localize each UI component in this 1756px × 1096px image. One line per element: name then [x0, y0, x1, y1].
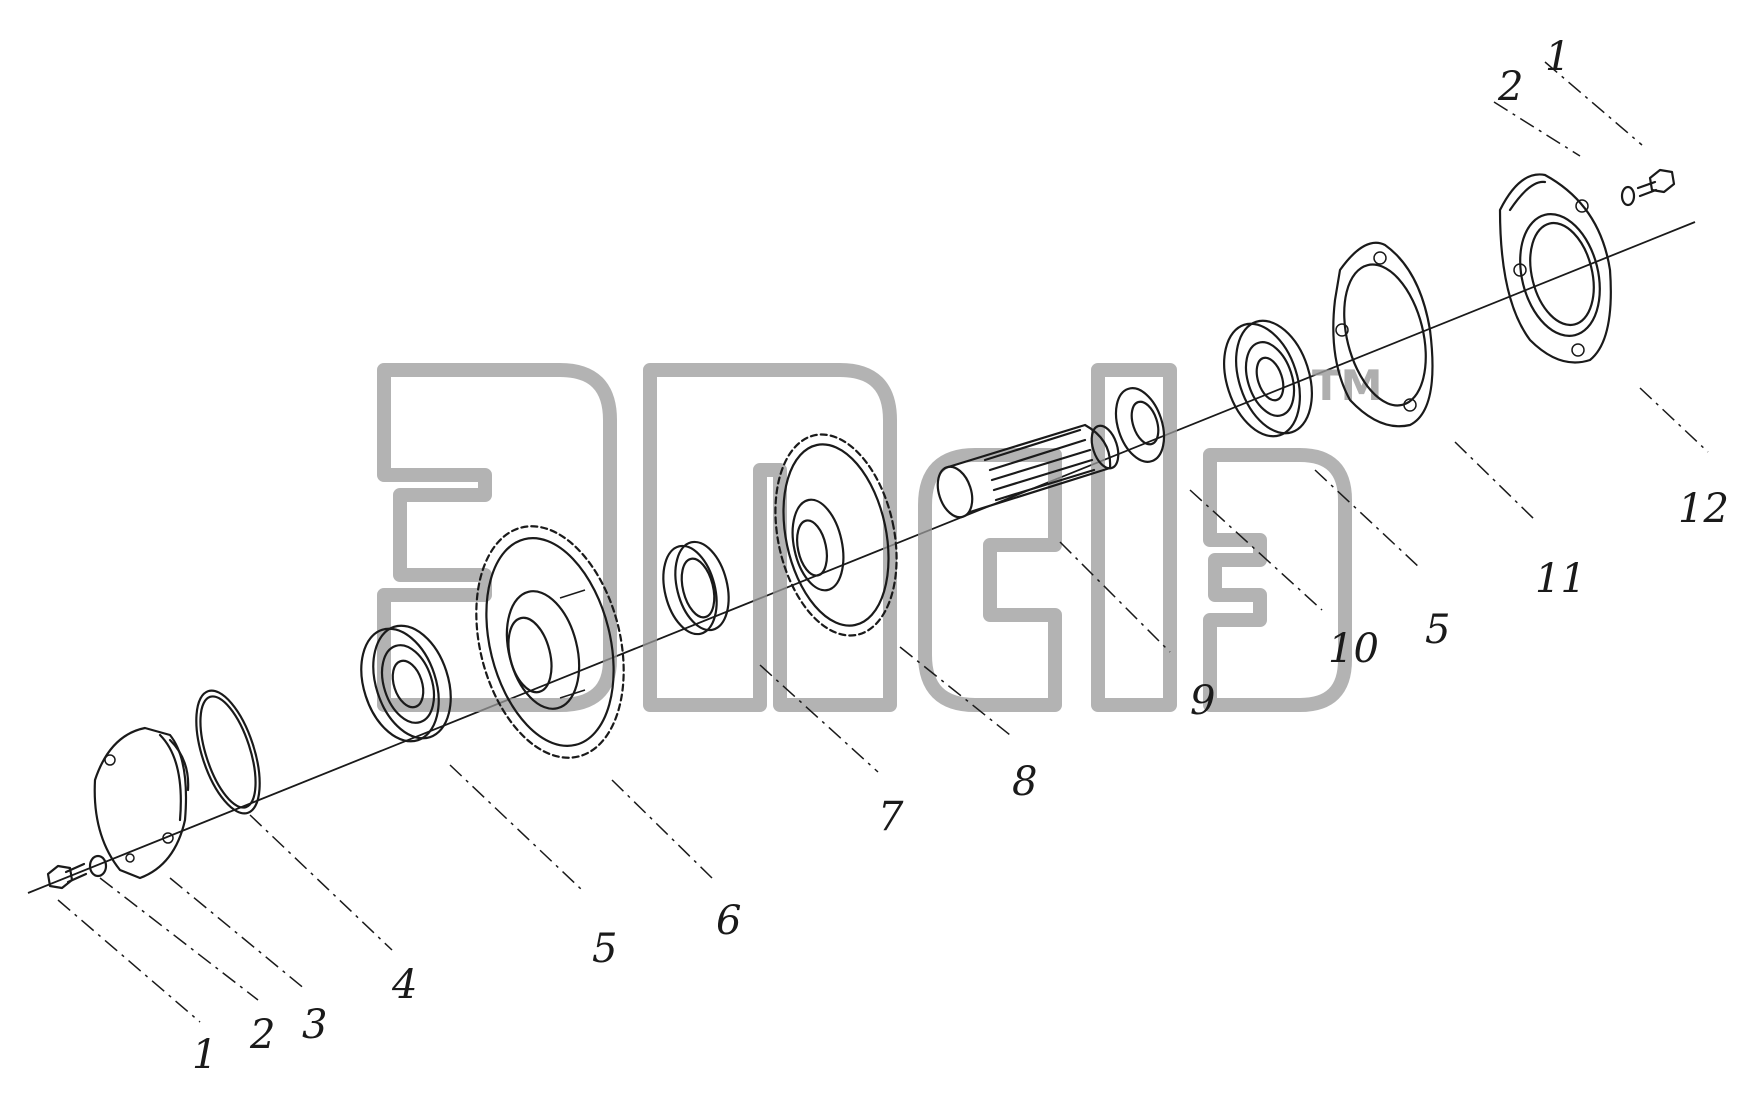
callout-left-10: 10 — [1328, 626, 1379, 672]
bolt-left — [46, 854, 108, 890]
end-cover-right — [1498, 173, 1612, 364]
gear-medium — [774, 433, 898, 637]
callout-left-1: 1 — [192, 1032, 217, 1078]
gasket — [1332, 241, 1434, 428]
callout-left-9: 9 — [1190, 678, 1215, 724]
spacer-ring — [662, 540, 730, 636]
callout-right-2: 2 — [1497, 64, 1523, 110]
gear-large — [475, 525, 625, 759]
bearing-left — [360, 624, 452, 743]
callout-left-6: 6 — [716, 898, 741, 944]
main-axis — [27, 221, 1696, 894]
callout-left-4: 4 — [391, 962, 417, 1008]
splined-shaft — [936, 423, 1120, 519]
bearing-right — [1223, 319, 1313, 438]
callout-numbers: 1 2 3 4 5 6 7 8 9 10 5 11 12 2 1 — [192, 34, 1729, 1078]
end-cover-left — [93, 726, 190, 880]
callout-left-7: 7 — [878, 794, 904, 840]
callout-left-2: 2 — [249, 1012, 275, 1058]
callout-right-1: 1 — [1545, 34, 1570, 80]
callout-right-5: 5 — [1425, 607, 1450, 653]
callout-right-12: 12 — [1678, 486, 1729, 532]
watermark: TM — [377, 361, 1382, 712]
watermark-trademark: TM — [1312, 361, 1382, 410]
washer — [1114, 387, 1166, 463]
leader-lines — [57, 61, 1709, 1023]
callout-left-8: 8 — [1012, 759, 1037, 805]
bolt-right — [1620, 168, 1676, 207]
callout-left-5: 5 — [592, 926, 617, 972]
o-ring — [195, 689, 261, 815]
callout-right-11: 11 — [1535, 556, 1586, 602]
callout-left-3: 3 — [302, 1002, 327, 1048]
